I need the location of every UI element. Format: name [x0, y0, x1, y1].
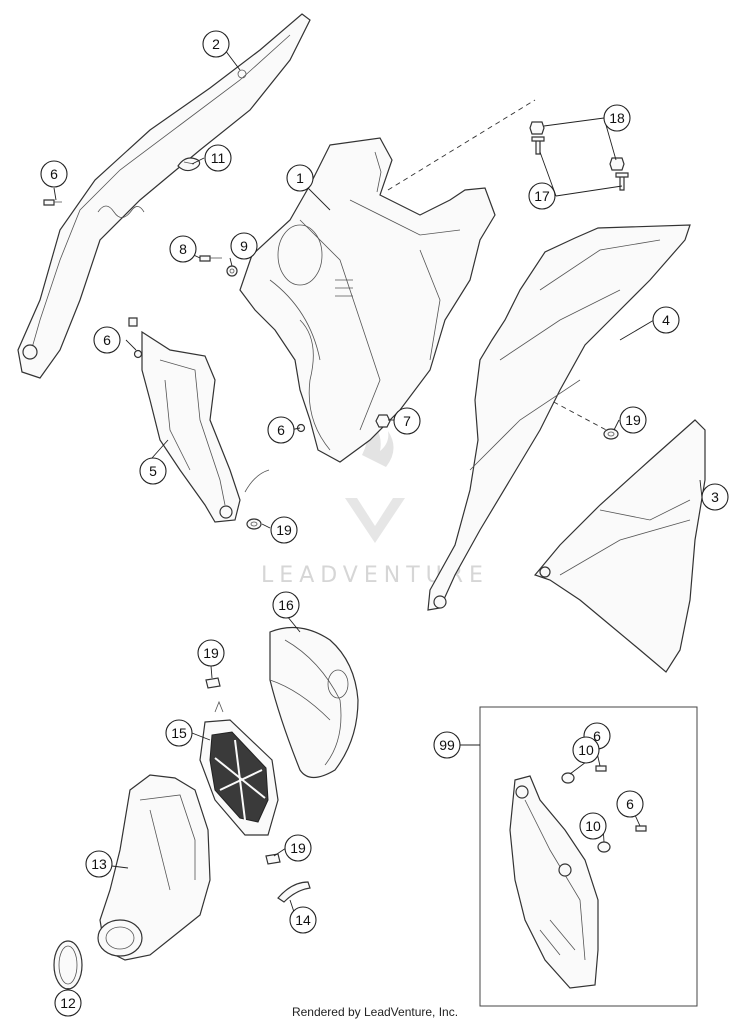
part-6-screw-kit-b[interactable]	[635, 825, 647, 832]
part-10-grommet-b[interactable]	[597, 841, 611, 853]
callout-6-left-label: 6	[103, 332, 111, 348]
callout-19-c: 19	[197, 639, 225, 667]
part-1-airbox[interactable]	[239, 137, 496, 463]
callout-99-label: 99	[439, 737, 455, 753]
callout-17: 17	[528, 182, 556, 210]
callout-19-a-label: 19	[276, 522, 292, 538]
part-15-air-filter[interactable]	[199, 700, 279, 836]
part-5-airbox-frame[interactable]	[141, 330, 270, 523]
part-6-screw-left-a[interactable]	[128, 317, 138, 327]
callout-16: 16	[272, 591, 300, 619]
part-17-screw-b[interactable]	[615, 172, 629, 191]
callout-6-kit-a-label: 6	[593, 728, 601, 744]
part-19-grommet-d[interactable]	[265, 853, 281, 865]
callout-5-label: 5	[149, 463, 157, 479]
part-6-screw-top-left[interactable]	[43, 199, 62, 206]
callout-6-top-left-label: 6	[50, 166, 58, 182]
callout-15: 15	[165, 719, 193, 747]
callout-1: 1	[286, 164, 314, 192]
part-2-side-panel[interactable]	[17, 13, 311, 379]
part-12-hose-clamp[interactable]	[53, 940, 83, 990]
callout-19-a: 19	[270, 516, 298, 544]
part-13-intake-boot[interactable]	[97, 774, 211, 961]
callout-6-top-left: 6	[40, 160, 68, 188]
callout-18: 18	[603, 104, 631, 132]
callout-2-label: 2	[212, 36, 220, 52]
part-18-cap-b[interactable]	[609, 157, 625, 171]
assembly-line-top	[387, 99, 536, 191]
callout-7: 7	[393, 407, 421, 435]
part-10-grommet-a[interactable]	[561, 772, 575, 784]
callout-18-label: 18	[609, 110, 625, 126]
callout-9: 9	[230, 232, 258, 260]
callout-10-b-label: 10	[585, 818, 601, 834]
callout-9-label: 9	[240, 238, 248, 254]
callout-1-label: 1	[296, 170, 304, 186]
callout-12-label: 12	[60, 995, 76, 1011]
callout-2: 2	[202, 30, 230, 58]
callout-12: 12	[54, 989, 82, 1017]
callout-19-d-label: 19	[290, 840, 306, 856]
callout-15-label: 15	[171, 725, 187, 741]
callout-16-label: 16	[278, 597, 294, 613]
part-14-clamp[interactable]	[277, 881, 311, 903]
callout-17-label: 17	[534, 188, 550, 204]
callout-3: 3	[701, 483, 729, 511]
callout-10-a-label: 10	[578, 742, 594, 758]
part-6-screw-left-b[interactable]	[133, 349, 143, 359]
callout-19-b: 19	[619, 406, 647, 434]
callout-7-label: 7	[403, 413, 411, 429]
callout-99: 99	[433, 731, 461, 759]
callout-13: 13	[85, 850, 113, 878]
part-9-washer[interactable]	[226, 265, 238, 277]
part-4-side-cover[interactable]	[427, 224, 691, 611]
part-6-screw-kit-a[interactable]	[595, 765, 607, 772]
callout-4: 4	[652, 306, 680, 334]
part-19-grommet-c[interactable]	[205, 677, 221, 689]
watermark-v-logo-icon	[345, 498, 405, 543]
part-6-screw-center[interactable]	[296, 423, 306, 433]
callout-6-left: 6	[93, 326, 121, 354]
part-99-kit-panel[interactable]	[509, 775, 599, 989]
part-19-grommet-a[interactable]	[246, 518, 262, 530]
callout-6-kit-b-label: 6	[626, 796, 634, 812]
callout-19-b-label: 19	[625, 412, 641, 428]
callout-19-d: 19	[284, 834, 312, 862]
part-19-grommet-b[interactable]	[603, 428, 619, 440]
part-3-filter-cover[interactable]	[533, 419, 706, 673]
callout-10-b: 10	[579, 812, 607, 840]
callout-11-label: 11	[211, 150, 226, 166]
part-18-cap-a[interactable]	[529, 121, 545, 135]
callout-13-label: 13	[91, 856, 107, 872]
callout-6-kit-b: 6	[616, 790, 644, 818]
part-8-screw[interactable]	[199, 255, 222, 262]
part-17-screw-a[interactable]	[531, 136, 545, 155]
callout-8: 8	[169, 235, 197, 263]
callout-5: 5	[139, 457, 167, 485]
callout-6-center: 6	[267, 416, 295, 444]
kit-99-box	[479, 706, 698, 1007]
part-7-nut[interactable]	[375, 414, 391, 428]
callout-3-label: 3	[711, 489, 719, 505]
part-16-filter-cage[interactable]	[269, 626, 359, 779]
callout-11: 11	[204, 144, 232, 172]
callout-6-center-label: 6	[277, 422, 285, 438]
callout-14-label: 14	[295, 912, 311, 928]
callout-19-c-label: 19	[203, 645, 219, 661]
footer-credit: Rendered by LeadVenture, Inc.	[291, 1005, 459, 1019]
callout-4-label: 4	[662, 312, 670, 328]
callout-8-label: 8	[179, 241, 187, 257]
callout-10-a: 10	[572, 736, 600, 764]
callout-14: 14	[289, 906, 317, 934]
